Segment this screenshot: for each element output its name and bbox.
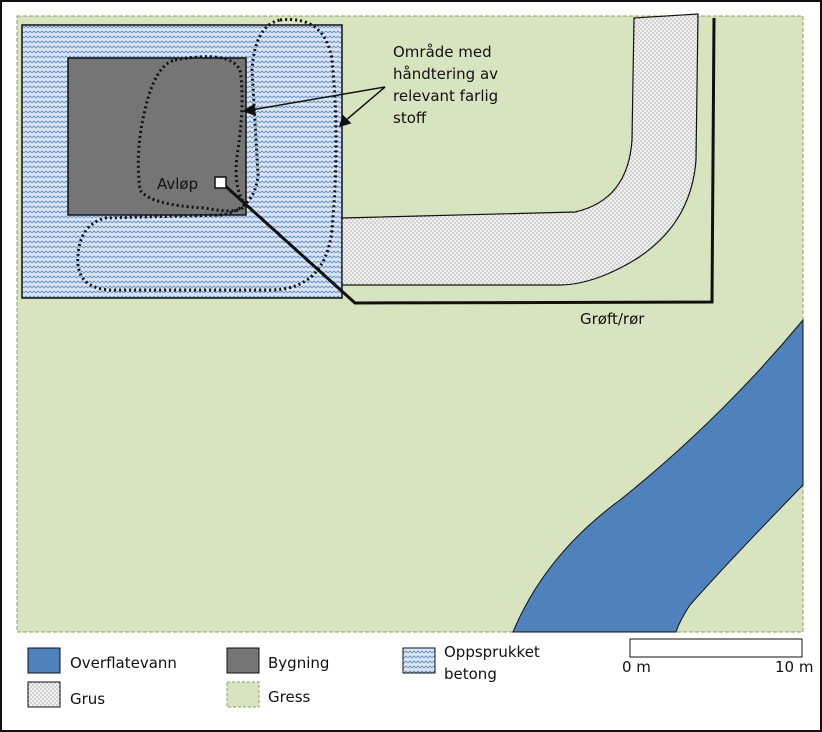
legend-label: Overflatevann bbox=[70, 654, 177, 672]
ditch-label: Grøft/rør bbox=[580, 310, 645, 328]
building bbox=[67, 57, 247, 216]
hazard-area-line-2: håndtering av bbox=[393, 65, 498, 83]
legend-swatch-building bbox=[226, 647, 260, 674]
legend-swatch-water bbox=[27, 647, 61, 674]
legend-swatch-gravel bbox=[27, 681, 61, 708]
scale-start-label: 0 m bbox=[622, 658, 651, 676]
legend-item-grass: Gress bbox=[226, 681, 311, 708]
gravel-road bbox=[341, 13, 699, 286]
scale-bar: 0 m 10 m bbox=[622, 638, 813, 676]
drain-marker bbox=[214, 176, 227, 189]
legend-label-concrete-line-2: betong bbox=[444, 665, 497, 683]
hazard-area-line-3: relevant farlig bbox=[393, 87, 498, 105]
ditch-pipe bbox=[220, 17, 716, 305]
legend-label-concrete: Oppsprukket betong bbox=[444, 643, 545, 683]
legend-label: Gress bbox=[268, 688, 311, 706]
hazard-area-label: Område med håndtering av relevant farlig… bbox=[393, 43, 503, 127]
legend-item-gravel: Grus bbox=[27, 681, 105, 708]
legend-swatch-concrete bbox=[402, 647, 436, 674]
surface-water bbox=[512, 318, 804, 633]
legend-label: Grus bbox=[70, 690, 105, 708]
legend-label: Bygning bbox=[268, 654, 329, 672]
legend-item-building: Bygning bbox=[226, 647, 329, 674]
scale-end-label: 10 m bbox=[775, 658, 813, 676]
scale-bar-box bbox=[629, 638, 803, 658]
drain-label: Avløp bbox=[157, 175, 198, 193]
hazard-zone-inner bbox=[136, 55, 247, 213]
hazard-area-line-1: Område med bbox=[393, 43, 492, 61]
annotation-arrows bbox=[242, 86, 386, 128]
legend: Overflatevann Bygning Oppsprukket betong… bbox=[27, 643, 545, 708]
legend-swatch-grass bbox=[226, 681, 260, 708]
legend-label-concrete-line-1: Oppsprukket bbox=[444, 643, 540, 661]
legend-item-cracked-concrete: Oppsprukket betong bbox=[402, 643, 545, 683]
hazard-area-line-4: stoff bbox=[393, 109, 427, 127]
legend-item-surface-water: Overflatevann bbox=[27, 647, 177, 674]
